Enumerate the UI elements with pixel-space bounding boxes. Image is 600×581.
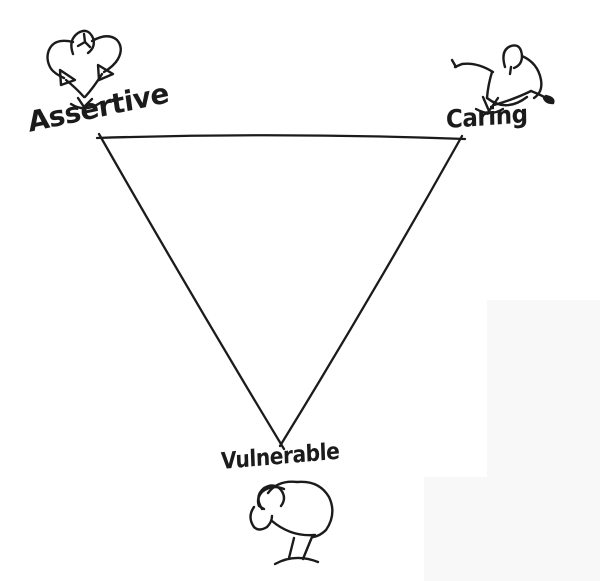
scan-shade [424, 300, 600, 581]
vertex-label-caring: Caring [445, 99, 528, 135]
triangle-top-edge [95, 134, 467, 141]
crouching-figure-icon [249, 480, 334, 566]
flexing-figure-icon [46, 29, 122, 110]
reaching-figure-icon [450, 44, 555, 115]
triangle-left-edge [97, 132, 286, 451]
triangle-right-edge [278, 134, 464, 448]
triangle-outline [95, 132, 467, 451]
